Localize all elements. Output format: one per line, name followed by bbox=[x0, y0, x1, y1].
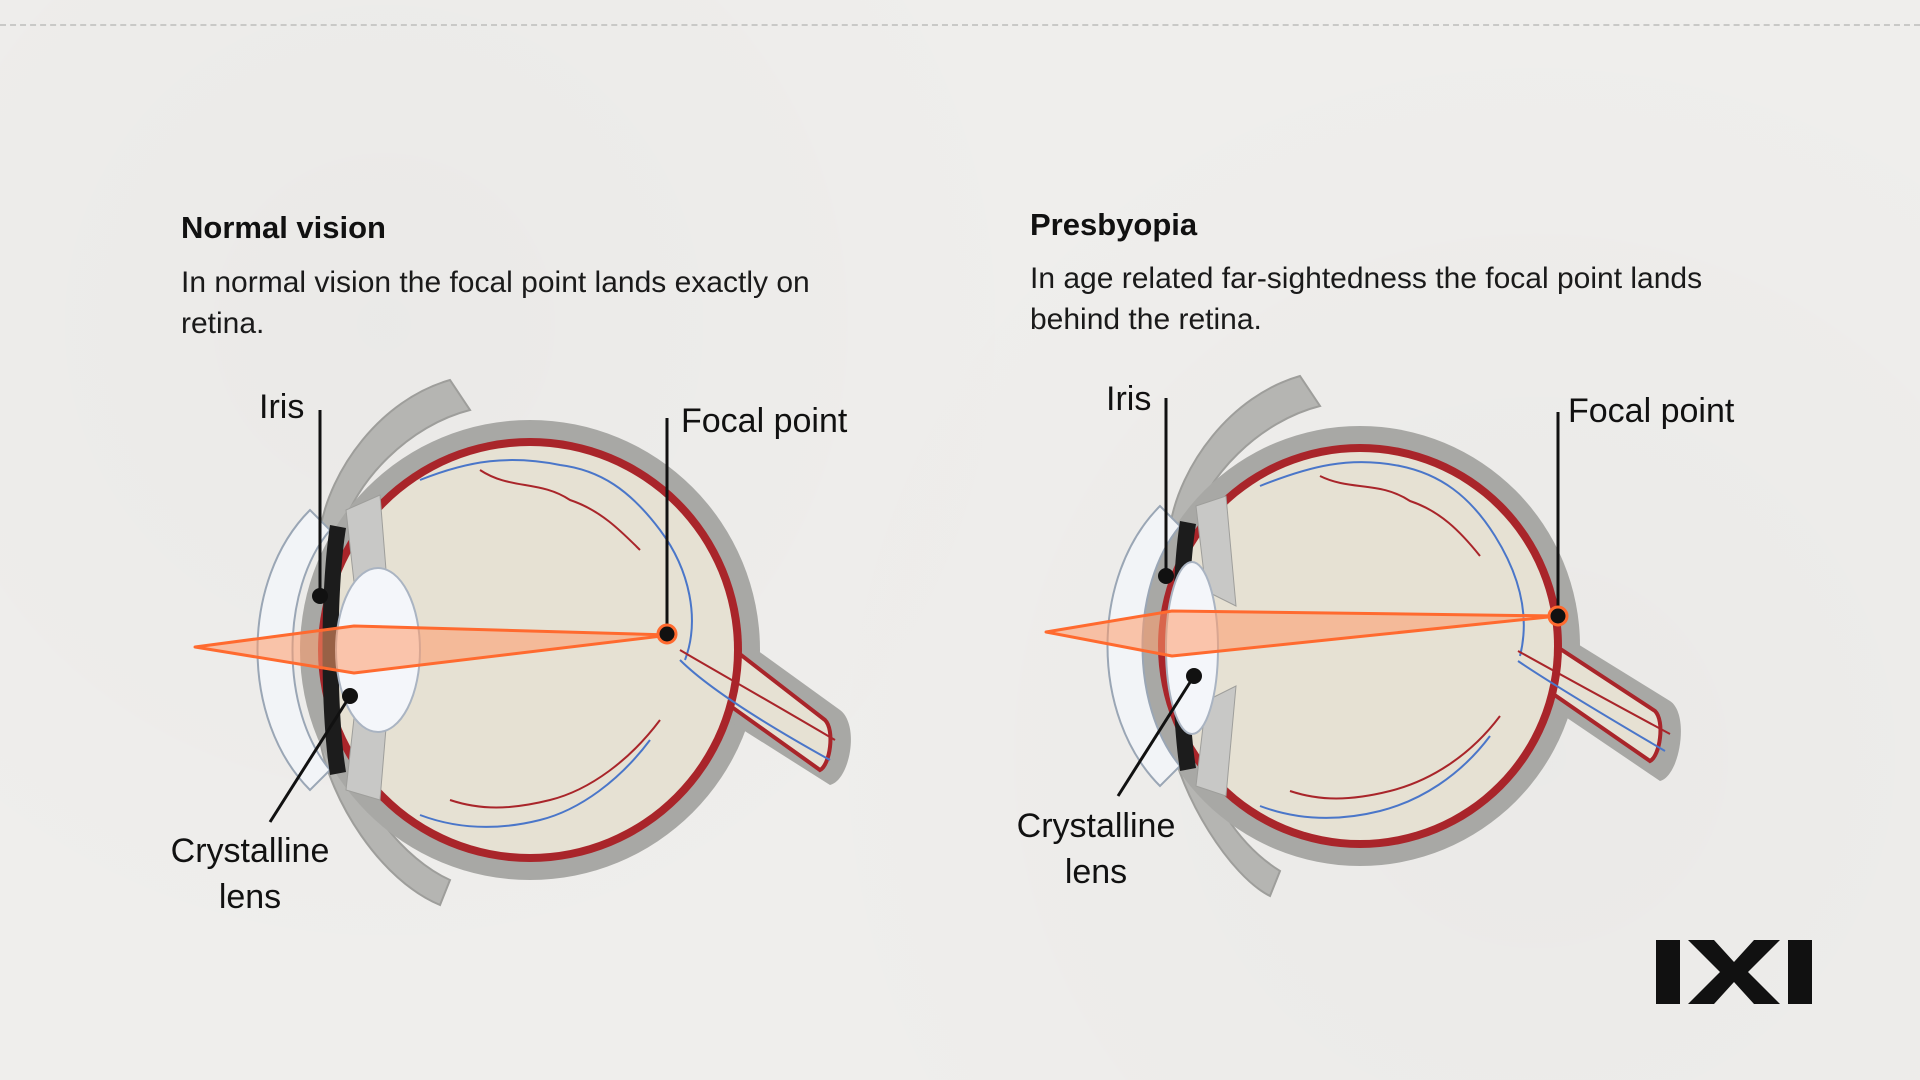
focal-point-marker bbox=[656, 623, 678, 645]
iris-label: Iris bbox=[1106, 380, 1152, 418]
lens-leader-line bbox=[1116, 675, 1196, 797]
cornea bbox=[256, 508, 332, 792]
focal-point-label: Focal point bbox=[681, 402, 848, 440]
lens-label-line1: Crystalline bbox=[170, 832, 330, 870]
panel-description: In normal vision the focal point lands e… bbox=[181, 266, 810, 340]
artery-lower bbox=[1289, 715, 1501, 800]
lens-marker bbox=[342, 688, 358, 704]
lens-label-line2: lens bbox=[218, 878, 282, 916]
artery-upper bbox=[479, 469, 641, 551]
artery-lower bbox=[449, 719, 661, 809]
vein-lower bbox=[1259, 735, 1491, 819]
eye-diagram-normal bbox=[193, 378, 851, 907]
lens-label-line2: lens bbox=[1064, 853, 1128, 891]
artery-optic bbox=[1517, 650, 1671, 735]
panel-title: Presbyopia bbox=[1030, 207, 1198, 242]
lens-label-line1: Crystalline bbox=[1016, 807, 1176, 845]
ixi-logo-icon bbox=[1656, 940, 1812, 1004]
vein-upper bbox=[419, 459, 693, 661]
sclera bbox=[1166, 452, 1554, 840]
vein-optic bbox=[679, 659, 831, 761]
lens-marker bbox=[1186, 668, 1202, 684]
lens-label: Crystalline lens bbox=[155, 828, 345, 920]
panel-description: In age related far-sightedness the focal… bbox=[1030, 262, 1703, 336]
iris-label: Iris bbox=[259, 388, 305, 426]
iris-marker bbox=[1158, 568, 1174, 584]
vein-lower bbox=[419, 739, 651, 828]
lens-leader-line bbox=[268, 695, 352, 823]
iris-marker bbox=[312, 588, 328, 604]
artery-optic bbox=[679, 649, 836, 741]
lens-label: Crystalline lens bbox=[1001, 803, 1191, 895]
top-divider bbox=[0, 24, 1920, 26]
eye-diagram-presbyopia bbox=[1044, 374, 1681, 898]
vein-upper bbox=[1259, 461, 1525, 657]
focal-point-label: Focal point bbox=[1568, 392, 1735, 430]
artery-upper bbox=[1319, 475, 1481, 557]
panel-title: Normal vision bbox=[181, 210, 386, 245]
vein-optic bbox=[1517, 660, 1666, 752]
cornea bbox=[1106, 504, 1182, 788]
focal-point-marker bbox=[1547, 605, 1569, 627]
